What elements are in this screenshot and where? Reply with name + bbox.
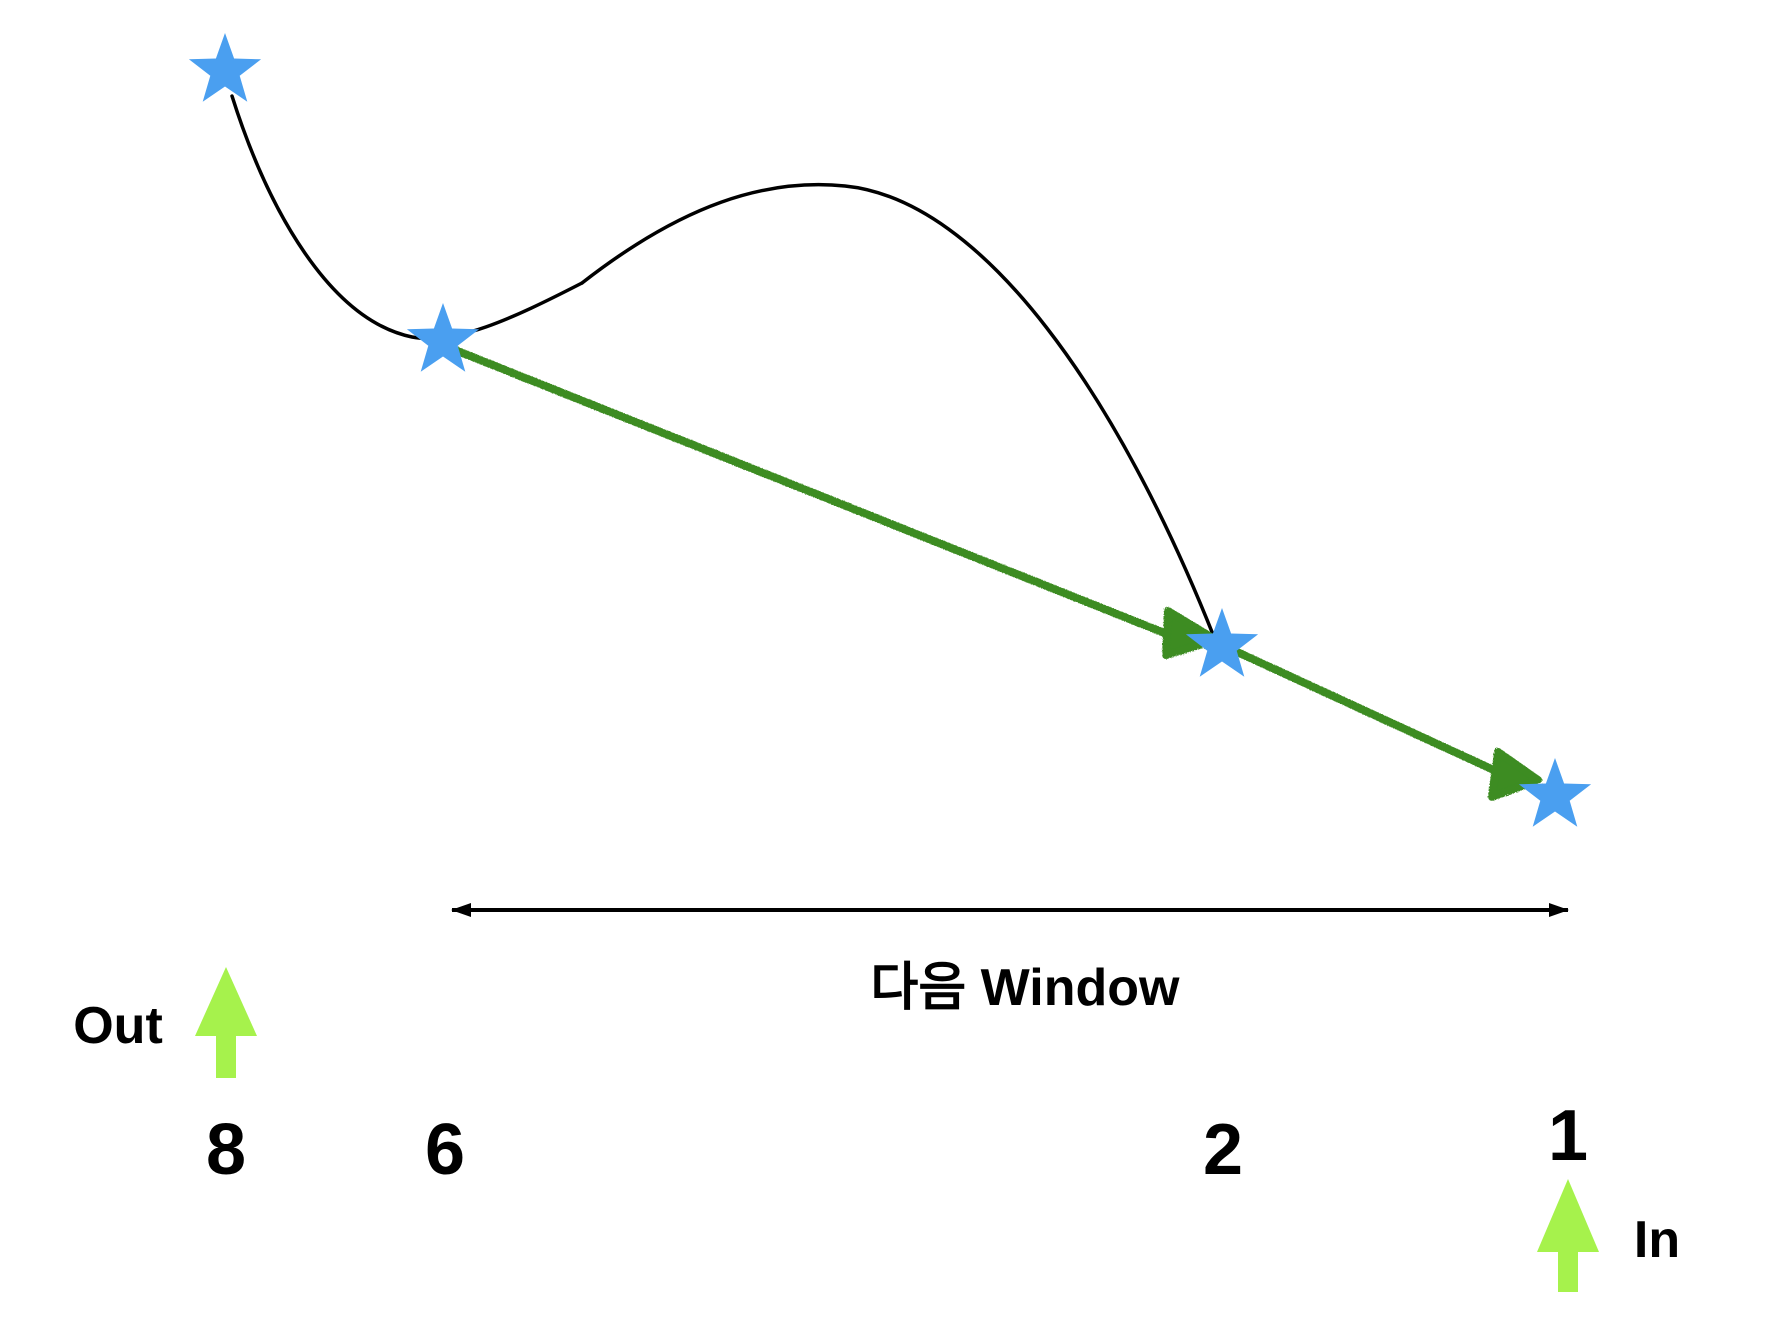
green-arrow-2-to-1-head bbox=[1488, 748, 1542, 801]
point-markers bbox=[188, 33, 1592, 827]
window-label: 다음 Window bbox=[871, 959, 1180, 1017]
green-arrow-2-to-1-shaft bbox=[1218, 641, 1502, 776]
star-icon bbox=[406, 303, 480, 372]
up-arrow-icon bbox=[1537, 1179, 1599, 1292]
out-label: Out bbox=[73, 997, 163, 1055]
curve-8-to-6 bbox=[230, 94, 584, 341]
green-arrow-6-to-2-head bbox=[1162, 607, 1220, 659]
point-label-2: 2 bbox=[1203, 1110, 1243, 1190]
point-label-8: 8 bbox=[206, 1110, 246, 1190]
curve-6-to-2 bbox=[580, 182, 1216, 639]
in-label: In bbox=[1634, 1211, 1680, 1269]
up-arrow-icon bbox=[195, 967, 257, 1078]
star-icon bbox=[1518, 758, 1592, 827]
star-icon bbox=[188, 33, 262, 102]
green-arrow-2-to-1 bbox=[1218, 641, 1542, 801]
point-label-6: 6 bbox=[425, 1110, 465, 1190]
green-arrow-6-to-2-shaft bbox=[441, 342, 1186, 644]
green-arrow-6-to-2 bbox=[441, 342, 1220, 659]
star-icon bbox=[1185, 608, 1259, 677]
point-label-1: 1 bbox=[1548, 1096, 1588, 1176]
